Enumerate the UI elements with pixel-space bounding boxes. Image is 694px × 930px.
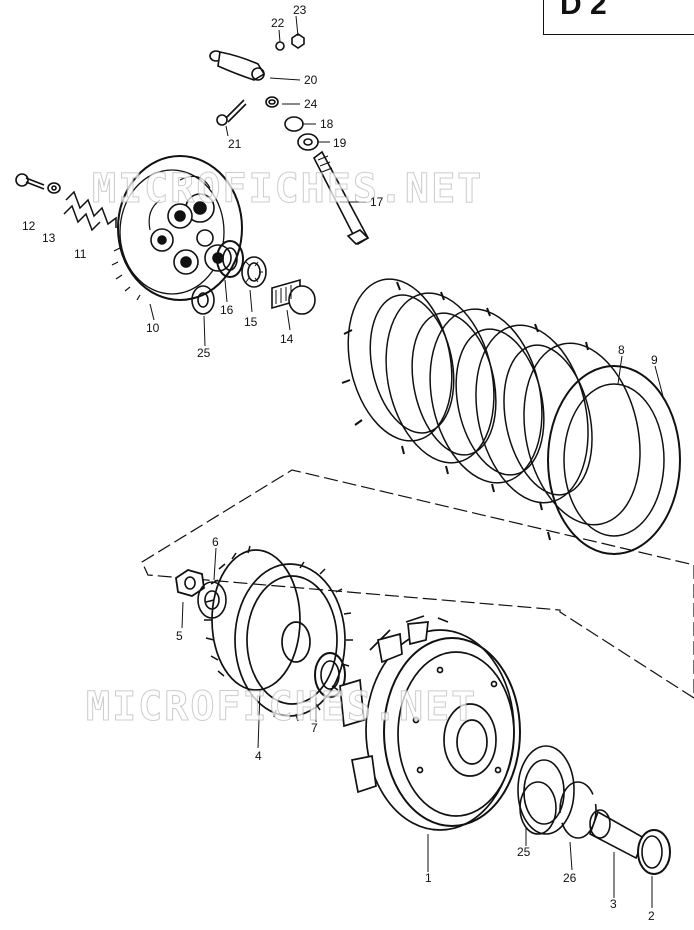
- diagram-code: D 2: [560, 0, 607, 21]
- circlip-26: [559, 781, 597, 839]
- label-11: 11: [74, 247, 87, 261]
- watermark-top: MICROFICHES.NET: [91, 166, 484, 213]
- nut-5: [175, 569, 205, 597]
- label-26: 26: [563, 871, 577, 885]
- shaft-17: [312, 150, 370, 246]
- label-22: 22: [271, 16, 285, 30]
- label-15: 15: [244, 315, 258, 329]
- label-21: 21: [228, 137, 242, 151]
- label-9: 9: [651, 353, 658, 367]
- label-3: 3: [610, 897, 617, 911]
- label-12: 12: [22, 219, 36, 233]
- spacer-2: [637, 829, 671, 875]
- dashed-outline: [141, 469, 694, 699]
- label-2: 2: [648, 909, 655, 923]
- label-18: 18: [320, 117, 334, 131]
- pressure-plate: [111, 155, 243, 301]
- seal-19: [297, 133, 319, 151]
- label-25-top: 25: [197, 346, 211, 360]
- bolt-12: [15, 173, 45, 190]
- label-1: 1: [425, 871, 432, 885]
- label-20: 20: [304, 73, 318, 87]
- washer-13: [47, 182, 61, 194]
- screw-21: [216, 99, 247, 126]
- thrust-washer-7: [314, 652, 346, 698]
- label-6: 6: [212, 535, 219, 549]
- label-14: 14: [280, 332, 294, 346]
- label-5: 5: [176, 629, 183, 643]
- washer-25-top: [191, 285, 215, 315]
- label-8: 8: [618, 343, 625, 357]
- release-arm-20: [209, 50, 266, 81]
- push-piece-14: [271, 278, 316, 315]
- label-16: 16: [220, 303, 234, 317]
- label-19: 19: [333, 136, 347, 150]
- label-4: 4: [255, 749, 262, 763]
- label-10: 10: [146, 321, 160, 335]
- leader-lines: [149, 15, 665, 908]
- sleeve-3: [589, 809, 646, 860]
- gear-4: [204, 545, 353, 722]
- label-13: 13: [42, 231, 56, 245]
- title-frame: [543, 0, 694, 35]
- spring-11: [63, 190, 117, 232]
- bearing-15: [241, 256, 267, 288]
- watermark-bottom: MICROFICHES.NET: [85, 684, 478, 731]
- clutch-plates: [341, 278, 681, 555]
- label-7: 7: [311, 721, 318, 735]
- clutch-housing-1: [339, 615, 521, 831]
- label-24: 24: [304, 97, 318, 111]
- label-23: 23: [293, 3, 307, 17]
- washer-16: [216, 240, 244, 278]
- label-25-bottom: 25: [517, 845, 531, 859]
- oring-18: [284, 116, 304, 132]
- washer-25-bottom: [519, 781, 557, 835]
- label-17: 17: [370, 195, 384, 209]
- nut-23: [291, 33, 305, 49]
- ring-24: [265, 96, 279, 108]
- washer-22: [275, 41, 285, 51]
